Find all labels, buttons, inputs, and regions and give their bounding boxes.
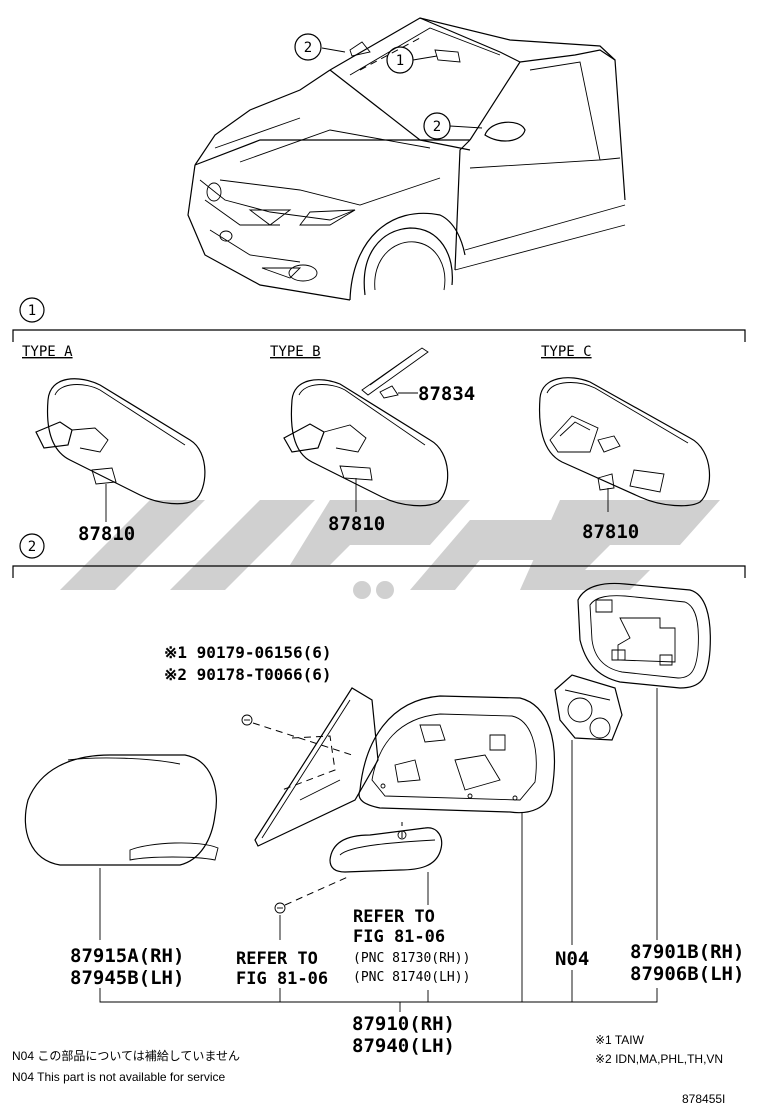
svg-text:2: 2 [433, 119, 441, 135]
part-87810-b: 87810 [328, 513, 385, 535]
refer-fig-1: FIG 81-06 [236, 969, 328, 989]
section-1-marker [19, 297, 45, 323]
section-2: 2 ※1 90179-06156(6) ※2 90178-T0066(6) [12, 533, 746, 1057]
inner-mirror-type-a [35, 378, 206, 505]
pnc-rh: (PNC 81730(RH)) [353, 951, 470, 966]
svg-text:1: 1 [396, 53, 404, 69]
section-1-bracket [12, 329, 746, 342]
part-87834: 87834 [418, 383, 475, 405]
pnc-lh: (PNC 81740(LH)) [353, 970, 470, 985]
section-1: 1 TYPE A TYPE B TYPE C 87810 87834 [12, 297, 746, 545]
watermark-logo [60, 500, 720, 599]
type-b-label: TYPE B [270, 344, 321, 360]
screw-note-2: ※2 90178-T0066(6) [164, 665, 332, 684]
mirror-base [254, 687, 379, 847]
footnotes: N04 この部品については補給していません N04 This part is n… [12, 1033, 725, 1106]
mirror-motor [554, 674, 623, 741]
type-a-label: TYPE A [22, 344, 73, 360]
mirror-cover [24, 754, 219, 866]
note-n04-jp: N04 この部品については補給していません [12, 1048, 240, 1063]
note-mark-1: ※1 TAIW [595, 1033, 645, 1047]
type-c-label: TYPE C [541, 344, 592, 360]
callout-2-windshield: 2 [294, 33, 322, 61]
note-mark-2: ※2 IDN,MA,PHL,TH,VN [595, 1052, 723, 1066]
part-glass-rh: 87901B(RH) [630, 941, 744, 963]
refer-to-2: REFER TO [353, 907, 435, 927]
svg-text:1: 1 [28, 303, 36, 319]
mirror-glass [577, 582, 711, 689]
part-87810-a: 87810 [78, 523, 135, 545]
svg-text:2: 2 [28, 539, 36, 555]
part-cover-rh: 87915A(RH) [70, 945, 184, 967]
part-cover-lh: 87945B(LH) [70, 967, 184, 989]
figure-id: 878455I [682, 1092, 725, 1106]
part-87810-c: 87810 [582, 521, 639, 543]
mirror-housing [358, 695, 556, 814]
screw-upper [241, 714, 353, 756]
screw-note-1: ※1 90179-06156(6) [164, 643, 332, 662]
part-n04: N04 [555, 948, 589, 970]
assembly-bracket [99, 988, 658, 1003]
part-assy-rh: 87910(RH) [352, 1013, 455, 1035]
note-n04-en: N04 This part is not available for servi… [12, 1070, 226, 1084]
part-glass-lh: 87906B(LH) [630, 963, 744, 985]
svg-text:2: 2 [304, 40, 312, 56]
section-2-marker [19, 533, 45, 559]
refer-fig-2: FIG 81-06 [353, 927, 445, 947]
part-assy-lh: 87940(LH) [352, 1035, 455, 1057]
inner-mirror-type-c [538, 377, 711, 507]
inner-mirror-type-b [283, 347, 449, 507]
refer-to-1: REFER TO [236, 949, 318, 969]
callout-2-door-mirror: 2 [423, 112, 451, 140]
side-turn-lamp [329, 827, 443, 873]
callout-1-inner-mirror: 1 [386, 46, 414, 74]
car-illustration [187, 17, 626, 301]
screw-lower [274, 875, 351, 914]
section-2-bracket [12, 565, 746, 578]
